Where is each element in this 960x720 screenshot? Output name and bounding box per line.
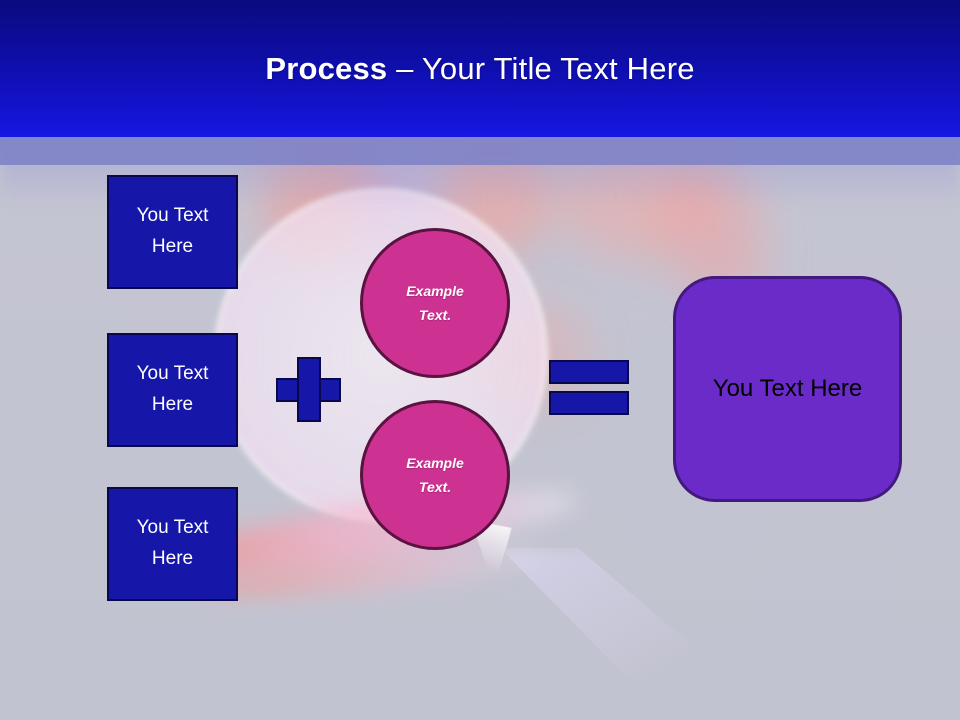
- input-box-2[interactable]: You Text Here: [107, 333, 238, 447]
- plus-icon: [276, 357, 341, 422]
- equals-top-bar: [549, 360, 629, 384]
- example-circle-1-label: Example Text.: [406, 282, 464, 324]
- background-ribbon: [211, 538, 543, 608]
- input-box-2-label: You Text Here: [136, 363, 209, 415]
- page-title: Process – Your Title Text Here: [265, 51, 694, 87]
- input-box-3[interactable]: You Text Here: [107, 487, 238, 601]
- example-circle-1[interactable]: Example Text.: [360, 228, 510, 378]
- input-box-3-label: You Text Here: [136, 517, 209, 569]
- equals-bottom-bar: [549, 391, 629, 415]
- equals-icon: [549, 360, 629, 415]
- background-beam: [500, 548, 800, 720]
- example-circle-2[interactable]: Example Text.: [360, 400, 510, 550]
- input-box-1-label: You Text Here: [136, 205, 209, 257]
- result-box-label: You Text Here: [712, 375, 863, 402]
- slide-header: Process – Your Title Text Here: [0, 0, 960, 137]
- input-box-1[interactable]: You Text Here: [107, 175, 238, 289]
- plus-center-fill: [299, 380, 319, 400]
- page-title-bold: Process: [265, 50, 388, 86]
- example-circle-2-label: Example Text.: [406, 454, 464, 496]
- header-accent-strip: [0, 137, 960, 165]
- result-box[interactable]: You Text Here: [673, 276, 902, 502]
- page-title-rest: – Your Title Text Here: [387, 50, 695, 86]
